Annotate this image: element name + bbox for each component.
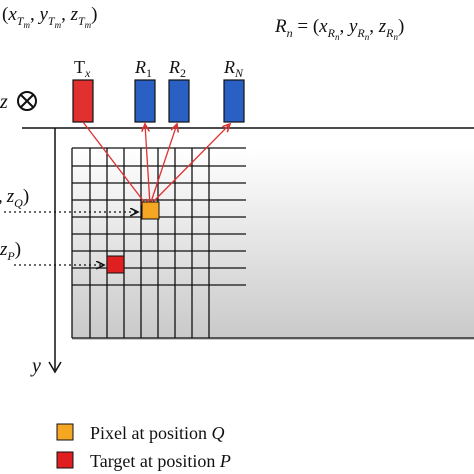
pixel-q — [141, 201, 160, 220]
medium-region — [72, 148, 474, 340]
into-page-icon — [17, 91, 37, 111]
antenna-rn: RN — [223, 57, 245, 123]
antenna-r2: R2 — [168, 57, 190, 123]
antenna-r1: R1 — [134, 57, 156, 123]
legend: Pixel at position Q Target at position P — [56, 423, 231, 471]
ray-tx-to-q — [82, 121, 148, 207]
ray-q-to-rn — [149, 124, 230, 206]
z-axis-label: z — [0, 91, 8, 113]
tx-coordinate-label: (xTm, yTm, zTm) — [2, 4, 98, 30]
antenna-r2-label: R2 — [168, 57, 186, 80]
legend-label-pixel-q: Pixel at position Q — [90, 423, 225, 443]
antenna-rn-label: RN — [223, 57, 244, 80]
ray-q-to-r2 — [149, 124, 177, 206]
imaging-grid — [71, 147, 474, 339]
ray-q-to-r1 — [145, 124, 151, 206]
antenna-tx: Tx — [72, 57, 94, 123]
target-p — [106, 255, 125, 274]
legend-label-target-p: Target at position P — [90, 451, 231, 471]
antenna-r1-label: R1 — [134, 57, 152, 80]
p-position-label: zP) — [0, 239, 21, 263]
q-position-label: ,zQ) — [0, 186, 29, 210]
antenna-tx-label: Tx — [74, 57, 91, 80]
y-axis-arrowhead — [48, 361, 62, 374]
rn-formula-label: Rn = (xRn, yRn, zRn) — [274, 16, 404, 42]
legend-swatch-target-p — [56, 451, 74, 469]
y-axis-label: y — [30, 355, 41, 377]
legend-swatch-pixel-q — [56, 423, 74, 441]
ray-paths — [82, 121, 230, 207]
